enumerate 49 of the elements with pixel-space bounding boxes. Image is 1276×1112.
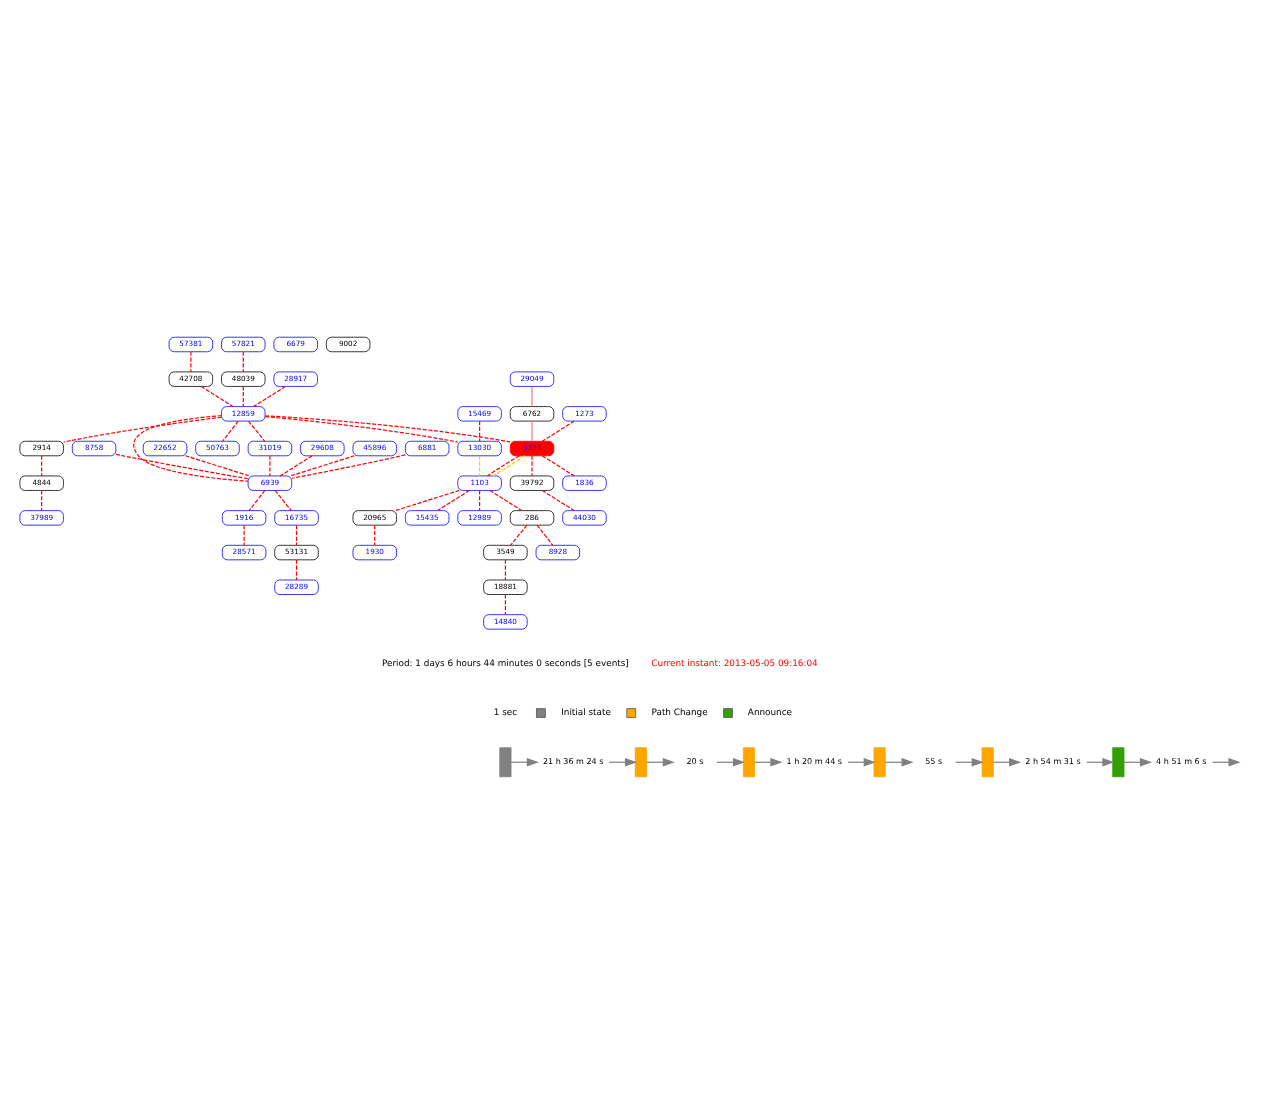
connector xyxy=(253,384,286,407)
connector xyxy=(394,488,460,511)
connector xyxy=(536,523,554,545)
connector xyxy=(269,454,271,476)
connector xyxy=(248,489,266,511)
connector xyxy=(541,488,575,511)
node-bar xyxy=(499,746,512,777)
connector xyxy=(436,488,470,511)
connector xyxy=(486,454,520,476)
connector xyxy=(504,593,506,615)
connector xyxy=(274,489,292,511)
connector xyxy=(242,350,244,372)
connector xyxy=(489,488,523,511)
connector xyxy=(531,454,533,476)
connector xyxy=(504,558,506,580)
node-bar xyxy=(1112,746,1125,777)
connector xyxy=(479,489,481,511)
connector xyxy=(295,558,298,580)
connector xyxy=(531,419,533,441)
connector xyxy=(264,414,511,442)
connector xyxy=(184,454,250,476)
connector xyxy=(374,523,376,545)
connector xyxy=(541,419,575,441)
connector xyxy=(63,415,222,442)
connector xyxy=(115,452,249,479)
connector xyxy=(221,419,239,441)
connector xyxy=(510,523,528,545)
connector xyxy=(479,454,481,476)
connector xyxy=(290,454,355,476)
connector xyxy=(248,419,266,441)
connector xyxy=(200,384,234,407)
node-bar xyxy=(873,746,886,777)
connector xyxy=(242,385,244,407)
node-bar xyxy=(981,746,994,777)
connector xyxy=(531,385,533,407)
connector xyxy=(264,414,459,442)
connector xyxy=(541,454,575,476)
node-bar xyxy=(742,746,756,777)
connector xyxy=(295,523,298,545)
node-bar xyxy=(634,746,647,777)
connector xyxy=(291,453,406,478)
connector xyxy=(41,489,43,511)
connector xyxy=(492,454,526,476)
connector xyxy=(41,454,43,476)
connector xyxy=(279,454,313,476)
connector xyxy=(243,523,245,545)
connector xyxy=(133,414,249,481)
connector xyxy=(479,419,481,441)
connector xyxy=(190,350,192,372)
